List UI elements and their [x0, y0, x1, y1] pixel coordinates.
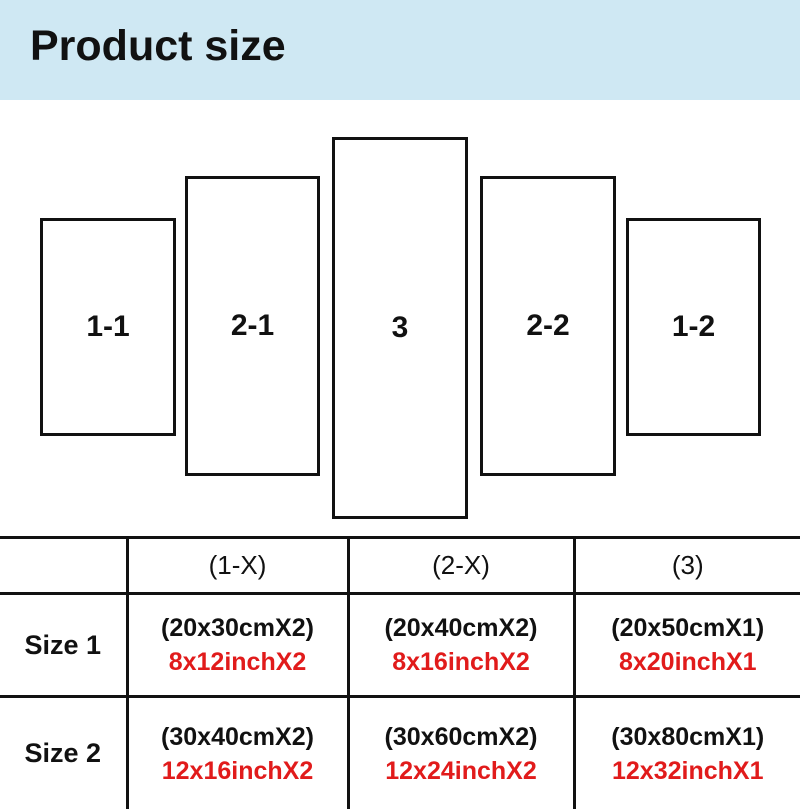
- table-row: Size 1 (20x30cmX2) 8x12inchX2 (20x40cmX2…: [0, 594, 800, 697]
- column-header-3: (3): [574, 538, 800, 594]
- panel-label: 1-2: [672, 310, 715, 344]
- panel-2-2: 2-2: [480, 176, 616, 476]
- panel-2-1: 2-1: [185, 176, 320, 476]
- panel-label: 3: [392, 311, 409, 345]
- inch-size: 8x16inchX2: [350, 645, 573, 679]
- column-header-1x: (1-X): [127, 538, 348, 594]
- row-label-size-1: Size 1: [0, 594, 127, 697]
- panel-3: 3: [332, 137, 468, 519]
- page-title: Product size: [30, 22, 286, 71]
- panel-1-2: 1-2: [626, 218, 761, 436]
- table-cell: (20x50cmX1) 8x20inchX1: [574, 594, 800, 697]
- inch-size: 12x16inchX2: [129, 754, 347, 788]
- cm-size: (20x40cmX2): [350, 611, 573, 645]
- table-cell: (20x40cmX2) 8x16inchX2: [348, 594, 574, 697]
- header-banner: Product size: [0, 0, 800, 100]
- panel-1-1: 1-1: [40, 218, 176, 436]
- table-cell: (20x30cmX2) 8x12inchX2: [127, 594, 348, 697]
- cm-size: (30x40cmX2): [129, 720, 347, 754]
- size-table: (1-X) (2-X) (3) Size 1 (20x30cmX2) 8x12i…: [0, 536, 800, 809]
- panel-label: 2-2: [526, 309, 569, 343]
- inch-size: 8x12inchX2: [129, 645, 347, 679]
- inch-size: 8x20inchX1: [576, 645, 800, 679]
- inch-size: 12x24inchX2: [350, 754, 573, 788]
- panel-label: 2-1: [231, 309, 274, 343]
- table-row: Size 2 (30x40cmX2) 12x16inchX2 (30x60cmX…: [0, 697, 800, 809]
- inch-size: 12x32inchX1: [576, 754, 800, 788]
- column-header-empty: [0, 538, 127, 594]
- cm-size: (30x80cmX1): [576, 720, 800, 754]
- cm-size: (20x50cmX1): [576, 611, 800, 645]
- cm-size: (30x60cmX2): [350, 720, 573, 754]
- table-cell: (30x60cmX2) 12x24inchX2: [348, 697, 574, 809]
- table-header-row: (1-X) (2-X) (3): [0, 538, 800, 594]
- table-cell: (30x40cmX2) 12x16inchX2: [127, 697, 348, 809]
- row-label-size-2: Size 2: [0, 697, 127, 809]
- table-cell: (30x80cmX1) 12x32inchX1: [574, 697, 800, 809]
- column-header-2x: (2-X): [348, 538, 574, 594]
- panel-label: 1-1: [86, 310, 129, 344]
- cm-size: (20x30cmX2): [129, 611, 347, 645]
